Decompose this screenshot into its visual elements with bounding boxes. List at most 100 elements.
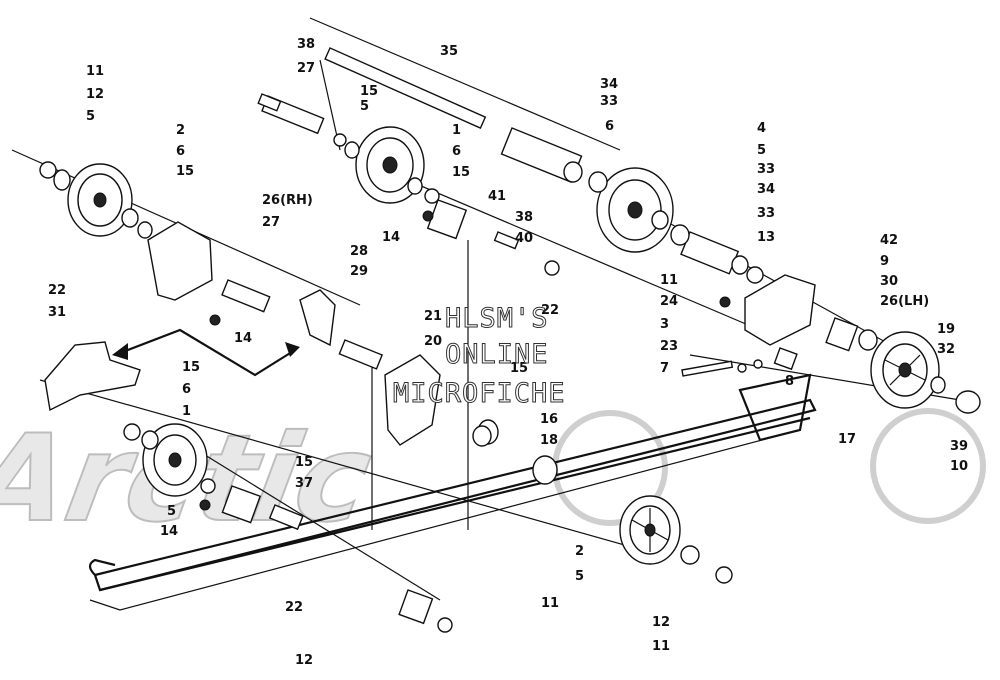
sleeve-30: [338, 339, 383, 370]
callout-9: 26(LH): [880, 294, 929, 309]
idler-wheels: [67, 126, 981, 565]
callout-5-right: 5: [757, 143, 766, 158]
callout-7: 16: [540, 412, 558, 427]
callout-38-top: 38: [297, 37, 315, 52]
callout-5-lower: 5: [575, 569, 584, 584]
callout-23: 32: [937, 342, 955, 357]
callout-2-upper: 2: [176, 123, 185, 138]
callout-12-bottom: 12: [295, 653, 313, 668]
callout-39: 37: [295, 476, 313, 491]
callout-13-mid: 22: [541, 303, 559, 318]
callout-25: 42: [880, 233, 898, 248]
callout-6-left: 6: [182, 382, 191, 397]
bearing-8: [532, 455, 558, 485]
callout-33-top: 33: [600, 94, 618, 109]
callout-11-bottom-mid: 11: [541, 596, 559, 611]
callout-40: 40: [515, 231, 533, 246]
slide-rails: [88, 373, 817, 611]
callout-32: 8: [785, 374, 794, 389]
callout-15-left: 15: [182, 360, 200, 375]
callout-13-lower: 22: [285, 600, 303, 615]
callout-29: 29: [350, 264, 368, 279]
callout-14-left: 14: [234, 331, 252, 346]
callout-38-mid: 38: [515, 210, 533, 225]
callout-13-left: 22: [48, 283, 66, 298]
brackets: [44, 199, 859, 625]
bracket-25: [744, 274, 816, 346]
callout-12-top-left: 12: [86, 87, 104, 102]
callout-26rh: 26(RH): [262, 193, 313, 208]
callout-6-top-right: 6: [605, 119, 614, 134]
callout-5-top-left: 5: [86, 109, 95, 124]
direction-arrow: [112, 328, 300, 377]
wheel-3-rear: [870, 331, 940, 409]
callout-5-top: 5: [360, 99, 369, 114]
callout-42: 31: [48, 305, 66, 320]
hlsm-watermark: HLSM'S ONLINE MICROFICHE: [393, 303, 566, 410]
block-41: [426, 199, 468, 240]
sleeve-27-lower: [221, 279, 271, 313]
callout-33-right-a: 33: [757, 162, 775, 177]
callout-36: 13: [757, 230, 775, 245]
watermark-line1: HLSM'S: [445, 303, 549, 334]
callout-34-top: 34: [600, 77, 618, 92]
cap-18: [955, 390, 981, 414]
callout-11-right: 11: [660, 273, 678, 288]
watermark-line2: ONLINE: [445, 339, 549, 370]
callout-31: 9: [880, 254, 889, 269]
callout-15-lower-mid: 15: [510, 361, 528, 376]
wheel-2-lower-center: [619, 495, 681, 565]
washers-and-nuts: [39, 93, 946, 633]
front-shaft-35: [324, 47, 487, 130]
callout-22: 24: [660, 294, 678, 309]
arm-42: [44, 341, 141, 412]
callout-4: 4: [757, 121, 766, 136]
callout-28: 28: [350, 244, 368, 259]
callout-3: 19: [937, 322, 955, 337]
sleeve-32: [773, 347, 798, 371]
callout-27-mid: 27: [262, 215, 280, 230]
callout-8: 18: [540, 433, 558, 448]
block-39: [221, 485, 262, 524]
callout-15-top: 15: [360, 84, 378, 99]
callout-33-right-b: 33: [757, 206, 775, 221]
callout-15-lower: 15: [295, 455, 313, 470]
callout-34-right: 34: [757, 182, 775, 197]
callout-labels: 38 27 35 11 12 5 15 5 34 33 6 2 6 15 1 6…: [48, 37, 968, 668]
callout-1-left: 1: [182, 404, 191, 419]
bracket-26-lh: [384, 354, 441, 446]
callout-16: 17: [838, 432, 856, 447]
callout-18: 39: [950, 439, 968, 454]
callout-2-lower: 2: [575, 544, 584, 559]
callout-15-upper-left: 15: [176, 164, 194, 179]
callout-12-bottom-right: 12: [652, 615, 670, 630]
wheel-1-lower-left: [142, 423, 208, 497]
bolt-19: [681, 360, 734, 377]
callout-24: 30: [880, 274, 898, 289]
callout-11-bottom-right: 11: [652, 639, 670, 654]
callout-14-lower-left: 14: [160, 524, 178, 539]
callout-6-upper-center: 6: [452, 144, 461, 159]
callout-41: 41: [488, 189, 506, 204]
block-37: [398, 589, 434, 625]
callout-15-upper-center: 15: [452, 165, 470, 180]
callout-35: 35: [440, 44, 458, 59]
wheel-4-right: [596, 167, 674, 253]
callout-27-top: 27: [297, 61, 315, 76]
bracket-28: [299, 289, 336, 347]
sleeve-10: [268, 504, 304, 531]
callout-30: 21: [424, 309, 442, 324]
callout-19: 7: [660, 361, 669, 376]
watermark-line3: MICROFICHE: [393, 378, 566, 409]
wheel-2-upper-left: [67, 163, 133, 237]
callout-5-lower-left: 5: [167, 504, 176, 519]
bracket-26-rh: [147, 221, 213, 301]
callout-14-mid: 14: [382, 230, 400, 245]
spacer-34-lower: [680, 231, 740, 275]
callout-20: 23: [660, 339, 678, 354]
callout-1-upper: 1: [452, 123, 461, 138]
wheel-1-upper-center: [355, 126, 425, 204]
block-24: [825, 317, 859, 352]
callout-17: 10: [950, 459, 968, 474]
